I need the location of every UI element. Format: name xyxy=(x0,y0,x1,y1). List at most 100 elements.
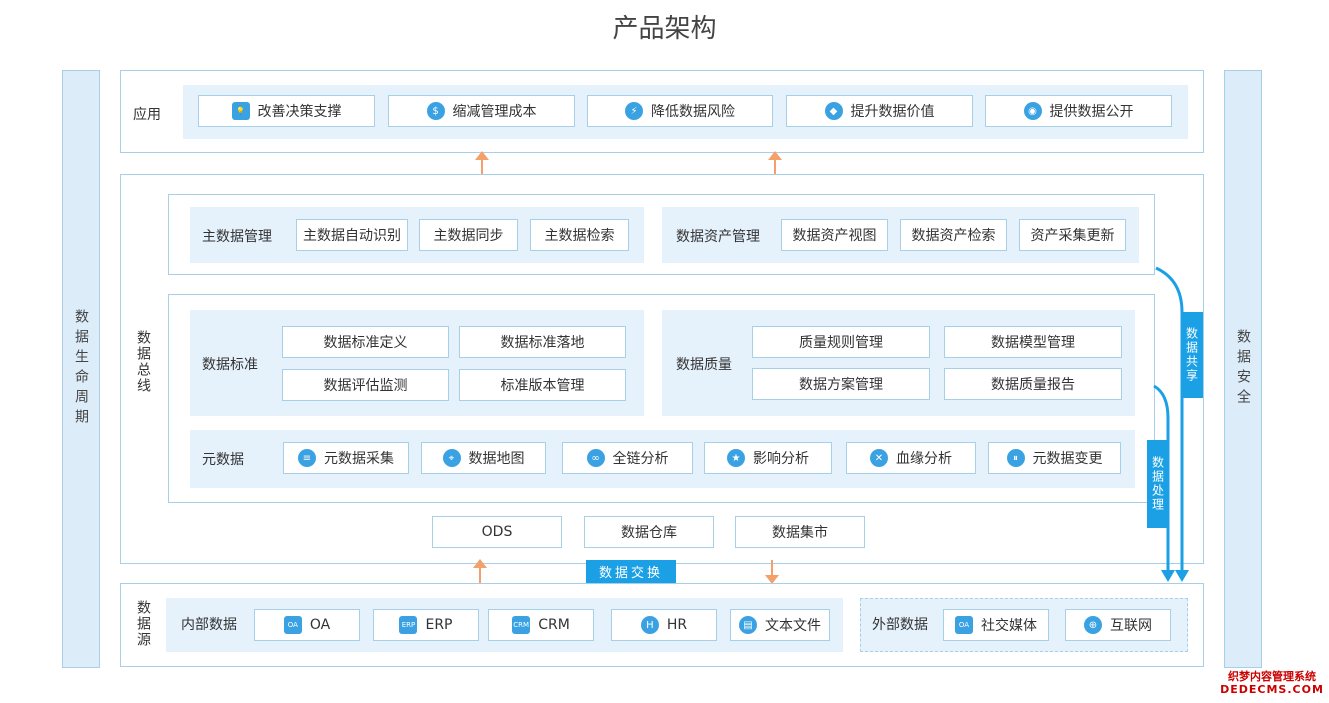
quality-item-3[interactable]: 数据质量报告 xyxy=(944,368,1122,400)
lifecycle-sidebar: 数据生命周期 xyxy=(62,70,100,668)
storage-item-0[interactable]: ODS xyxy=(432,516,562,548)
app-label: 应用 xyxy=(133,107,161,123)
meta-label: 元数据 xyxy=(202,452,244,468)
quality-item-2-label: 数据方案管理 xyxy=(799,377,883,393)
globe-icon: ⊕ xyxy=(1084,616,1102,634)
internal-item-1-label: ERP xyxy=(425,617,453,633)
asset-item-2[interactable]: 资产采集更新 xyxy=(1019,219,1126,251)
meta-item-2[interactable]: ∞全链分析 xyxy=(562,442,693,474)
internal-item-3-label: HR xyxy=(666,617,688,633)
meta-item-4[interactable]: ✕ 血缘分析 xyxy=(846,442,976,474)
exchange-up-arrow xyxy=(473,559,487,584)
data-exchange-badge: 数据交换 xyxy=(586,560,676,583)
app-item-0-label: 改善决策支撑 xyxy=(257,104,342,120)
hr-icon: H xyxy=(640,616,659,634)
pause-icon: ⏸ xyxy=(1006,449,1025,467)
piggy-bank-icon: $ xyxy=(426,102,445,120)
app-item-2[interactable]: ⚡ 降低数据风险 xyxy=(587,95,773,127)
internal-item-3[interactable]: H HR xyxy=(611,609,717,641)
standard-item-0[interactable]: 数据标准定义 xyxy=(282,326,449,358)
medal-icon: ★ xyxy=(727,449,745,467)
database-icon: ≡ xyxy=(298,449,316,467)
page-title: 产品架构 xyxy=(612,14,717,44)
quality-item-0[interactable]: 质量规则管理 xyxy=(752,326,930,358)
app-item-4[interactable]: ◉提供数据公开 xyxy=(985,95,1172,127)
master-item-0[interactable]: 主数据自动识别 xyxy=(296,219,408,251)
quality-item-1-label: 数据模型管理 xyxy=(991,335,1075,351)
bulb-icon: 💡 xyxy=(231,102,250,120)
internal-item-0-label: OA xyxy=(309,617,331,633)
meta-item-5-label: 元数据变更 xyxy=(1032,451,1103,467)
data-share-badge: 数据共享 xyxy=(1181,312,1203,398)
exchange-down-arrow xyxy=(765,560,779,584)
external-item-1-label: 互联网 xyxy=(1110,618,1152,634)
map-icon: ⌖ xyxy=(442,449,461,467)
meta-item-5[interactable]: ⏸ 元数据变更 xyxy=(988,442,1121,474)
master-item-0-label: 主数据自动识别 xyxy=(303,228,401,244)
app-item-2-label: 降低数据风险 xyxy=(651,104,735,120)
up-arrow-1 xyxy=(475,151,489,176)
storage-item-2[interactable]: 数据集市 xyxy=(735,516,865,548)
meta-item-0[interactable]: ≡元数据采集 xyxy=(283,442,409,474)
asset-item-0[interactable]: 数据资产视图 xyxy=(781,219,888,251)
internal-item-0[interactable]: OA OA xyxy=(254,609,360,641)
erp-icon: ERP xyxy=(399,616,418,634)
dna-icon: ✕ xyxy=(870,449,888,467)
quality-item-0-label: 质量规则管理 xyxy=(799,335,883,351)
app-item-3[interactable]: ◆提升数据价值 xyxy=(786,95,973,127)
watermark: 织梦内容管理系统 DEDECMS.COM xyxy=(1220,670,1324,696)
meta-item-4-label: 血缘分析 xyxy=(896,451,952,467)
external-item-1[interactable]: ⊕ 互联网 xyxy=(1065,609,1171,641)
app-item-1[interactable]: $ 缩减管理成本 xyxy=(388,95,575,127)
internal-item-1[interactable]: ERP ERP xyxy=(373,609,479,641)
meta-item-3-label: 影响分析 xyxy=(753,451,809,467)
storage-item-0-label: ODS xyxy=(481,524,513,540)
quality-item-2[interactable]: 数据方案管理 xyxy=(752,368,930,400)
internal-item-2-label: CRM xyxy=(538,617,570,633)
asset-label: 数据资产管理 xyxy=(676,229,760,245)
data-process-badge: 数据处理 xyxy=(1147,440,1169,528)
quality-item-3-label: 数据质量报告 xyxy=(991,377,1075,393)
crm-icon: CRM xyxy=(512,616,531,634)
master-item-2[interactable]: 主数据检索 xyxy=(530,219,629,251)
share-connector xyxy=(1155,266,1189,582)
meta-item-2-label: 全链分析 xyxy=(612,451,669,467)
master-label: 主数据管理 xyxy=(202,229,272,245)
app-item-1-label: 缩减管理成本 xyxy=(452,104,537,120)
internal-label: 内部数据 xyxy=(181,617,237,633)
meta-item-3[interactable]: ★ 影响分析 xyxy=(704,442,832,474)
meta-item-1[interactable]: ⌖ 数据地图 xyxy=(421,442,546,474)
security-label: 数据安全 xyxy=(1235,329,1251,409)
standard-item-1[interactable]: 数据标准落地 xyxy=(459,326,626,358)
external-item-0[interactable]: OA 社交媒体 xyxy=(943,609,1049,641)
shield-icon: ⚡ xyxy=(625,102,643,120)
file-icon: ▤ xyxy=(739,616,757,634)
oa-icon: OA xyxy=(283,616,302,634)
standard-item-2[interactable]: 数据评估监测 xyxy=(282,369,449,401)
quality-item-1[interactable]: 数据模型管理 xyxy=(944,326,1122,358)
standard-label: 数据标准 xyxy=(202,357,258,373)
master-item-2-label: 主数据检索 xyxy=(544,228,615,244)
standard-item-3[interactable]: 标准版本管理 xyxy=(459,369,626,401)
internal-item-4-label: 文本文件 xyxy=(765,618,821,634)
watermark-line-2: DEDECMS.COM xyxy=(1220,683,1324,696)
social-icon: OA xyxy=(955,616,973,634)
process-connector xyxy=(1153,384,1175,582)
master-item-1-label: 主数据同步 xyxy=(433,228,504,244)
external-label: 外部数据 xyxy=(872,617,928,633)
internal-item-2[interactable]: CRM CRM xyxy=(488,609,594,641)
asset-item-1[interactable]: 数据资产检索 xyxy=(900,219,1007,251)
internal-item-4[interactable]: ▤ 文本文件 xyxy=(730,609,830,641)
meta-item-1-label: 数据地图 xyxy=(468,451,525,467)
external-item-0-label: 社交媒体 xyxy=(981,618,1037,634)
storage-item-1[interactable]: 数据仓库 xyxy=(584,516,714,548)
standard-item-0-label: 数据标准定义 xyxy=(323,335,408,351)
asset-item-1-label: 数据资产检索 xyxy=(911,228,996,244)
up-arrow-2 xyxy=(768,151,782,176)
storage-item-2-label: 数据集市 xyxy=(772,525,828,541)
app-item-0[interactable]: 💡 改善决策支撑 xyxy=(198,95,375,127)
app-item-3-label: 提升数据价值 xyxy=(850,104,935,120)
asset-item-2-label: 资产采集更新 xyxy=(1030,228,1115,244)
asset-item-0-label: 数据资产视图 xyxy=(792,228,877,244)
master-item-1[interactable]: 主数据同步 xyxy=(419,219,518,251)
